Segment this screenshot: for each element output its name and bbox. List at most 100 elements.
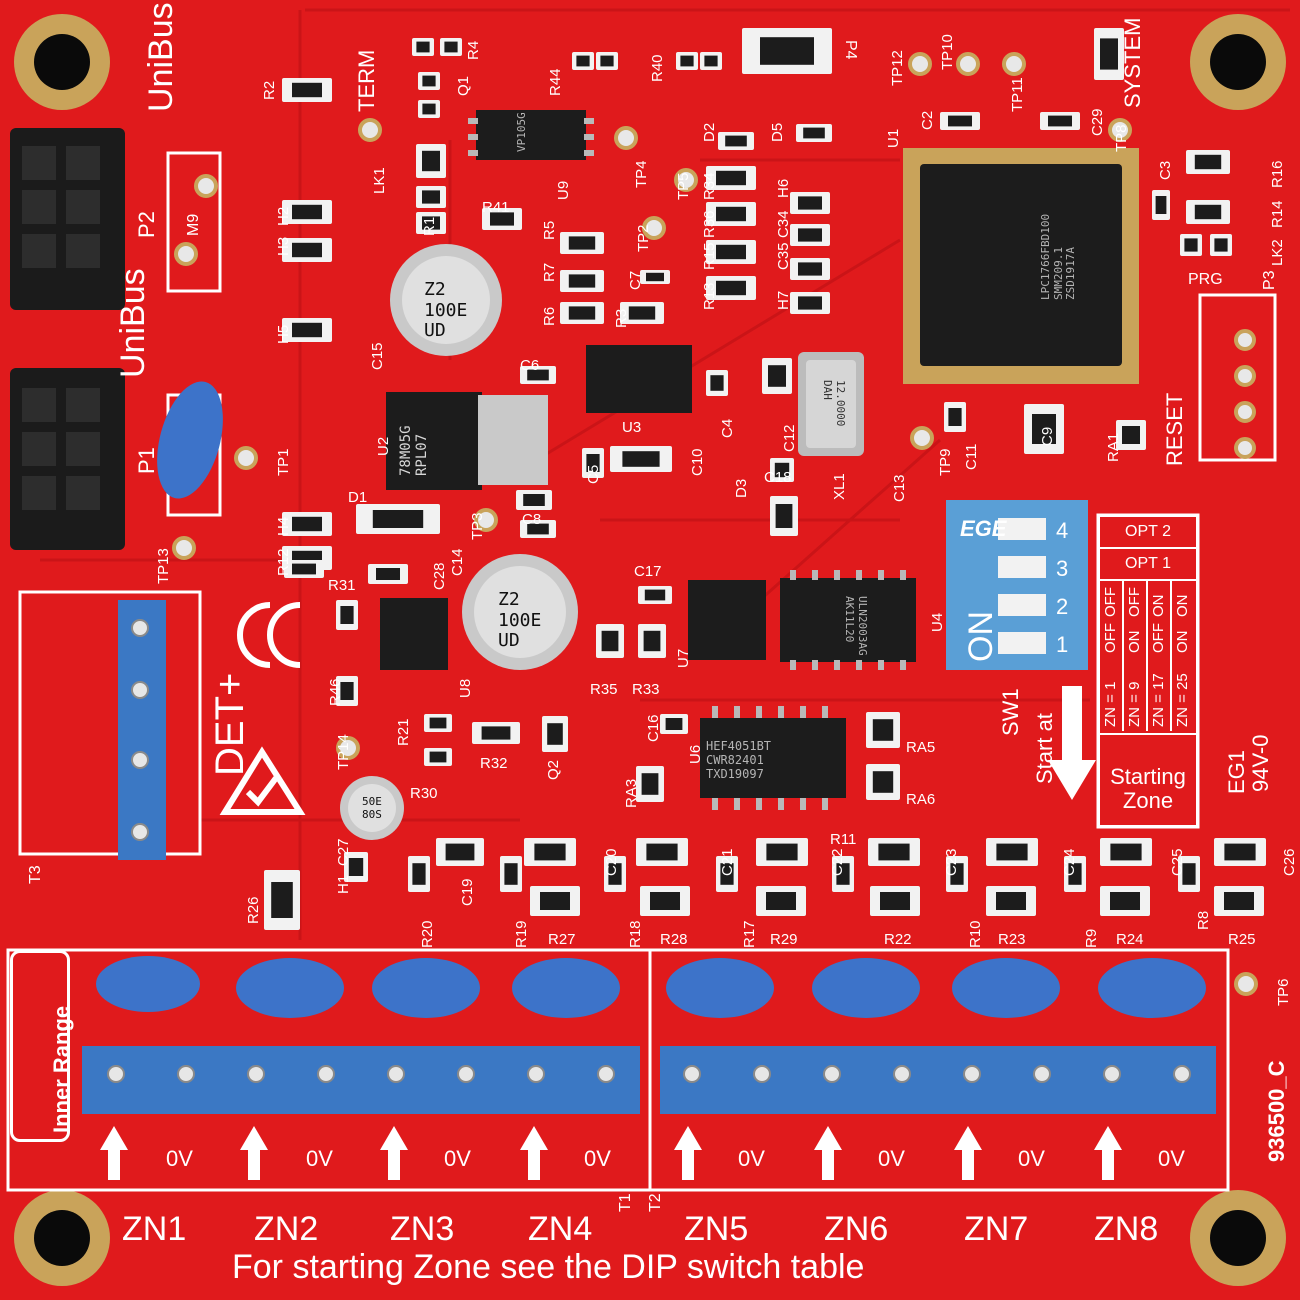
ref-r14: R14: [1269, 200, 1286, 228]
footer-note: For starting Zone see the DIP switch tab…: [232, 1248, 865, 1286]
u6-marking: HEF4051BT CWR82401 TXD19097: [706, 739, 772, 781]
ref-r17: R17: [741, 920, 758, 948]
ref-u4: U4: [929, 612, 946, 632]
ref-r18: R18: [627, 920, 644, 948]
ref-q1: Q1: [455, 75, 472, 96]
ref-r20: R20: [419, 920, 436, 948]
rating-label: 94V-0: [1248, 734, 1273, 793]
ref-c5: C5: [585, 464, 602, 484]
ref-r2: R2: [261, 80, 278, 100]
ref-h4: H4: [275, 516, 292, 536]
ref-r13: R13: [701, 282, 718, 310]
unibus-label-top: UniBus: [142, 2, 180, 112]
ref-r12: R12: [275, 548, 292, 576]
dip-row3-sw2: ON: [1150, 594, 1167, 618]
connector-p2-label: P2: [134, 211, 159, 238]
ref-r22: R22: [884, 931, 912, 948]
xl1-marking: 12.0000 DAH: [821, 380, 847, 427]
ref-u9: U9: [555, 180, 572, 200]
dip-table-footer: Starting Zone: [1110, 764, 1186, 814]
t1-label: T1: [617, 1193, 634, 1212]
ref-tp14: TP14: [335, 734, 352, 770]
zone-label-4: ZN4: [528, 1210, 593, 1248]
ref-r27: R27: [548, 931, 576, 948]
ref-c6: C6: [520, 357, 540, 374]
ref-c26: C26: [1281, 848, 1298, 876]
dip-row4-sw1: ON: [1174, 630, 1191, 654]
ref-h3: H3: [275, 236, 292, 256]
ref-r24: R24: [1116, 931, 1144, 948]
ref-r9: R9: [1083, 928, 1100, 948]
u1-marking: LPC1766FBD100 SMM209.1 ZSD1917A: [1039, 213, 1078, 300]
ref-r31: R31: [328, 577, 356, 594]
ref-tp13: TP13: [155, 548, 172, 584]
zero-v-7: 0V: [1018, 1146, 1045, 1171]
dip-row2-sw2: OFF: [1126, 587, 1143, 617]
ref-c14: C14: [449, 548, 466, 576]
ref-c25: C25: [1169, 848, 1186, 876]
ref-c24: C24: [1061, 848, 1078, 876]
zero-v-1: 0V: [166, 1146, 193, 1171]
ref-c13: C13: [891, 474, 908, 502]
ref-r28: R28: [660, 931, 688, 948]
reset-label: RESET: [1162, 392, 1187, 466]
dip-row1-sw2: OFF: [1102, 587, 1119, 617]
ref-c28: C28: [431, 562, 448, 590]
dip-row1-sw1: OFF: [1102, 623, 1119, 653]
zero-v-6: 0V: [878, 1146, 905, 1171]
ref-c8: C8: [522, 511, 542, 528]
ref-r26: R26: [245, 896, 262, 924]
zone-label-5: ZN5: [684, 1210, 749, 1248]
ref-r21: R21: [395, 718, 412, 746]
ref-c4: C4: [719, 418, 736, 438]
ref-c7: C7: [627, 270, 644, 290]
dip-row2-sw1: ON: [1126, 630, 1143, 654]
dip-row-zn1: ZN = 1: [1102, 681, 1119, 727]
ref-c9: C9: [1039, 426, 1056, 446]
connector-p3-label: P3: [1261, 270, 1278, 290]
ref-ra1: RA1: [1105, 432, 1122, 462]
dip-switch-table: OPT 2 OPT 1 ZN = 1 ZN = 9 ZN = 17 ZN = 2…: [1098, 515, 1198, 827]
ref-lk1: LK1: [371, 167, 388, 194]
ref-r33: R33: [632, 681, 660, 698]
ref-u6: U6: [687, 744, 704, 764]
term-label: TERM: [354, 49, 379, 112]
dip-table-opt1: OPT 1: [1100, 549, 1196, 581]
dip-num-4: 4: [1056, 518, 1069, 543]
ref-c10: C10: [689, 448, 706, 476]
ref-c15: C15: [369, 342, 386, 370]
dip-row-zn9: ZN = 9: [1126, 681, 1143, 727]
ref-c23: C23: [943, 848, 960, 876]
ref-r4: R4: [465, 40, 482, 60]
ref-r34: R34: [701, 172, 718, 200]
zero-v-5: 0V: [738, 1146, 765, 1171]
ref-h2: H2: [275, 206, 292, 226]
ref-r1: R1: [421, 216, 438, 236]
dip-row3-sw1: OFF: [1150, 623, 1167, 653]
ref-r30: R30: [410, 785, 438, 802]
u4-marking: ULN2003AG AK11L20: [843, 596, 869, 656]
ref-r41: R41: [482, 199, 510, 216]
ref-c3: C3: [1157, 160, 1174, 180]
ref-ra5: RA5: [906, 739, 936, 756]
ref-c21: C21: [719, 848, 736, 876]
dip-on-label: ON: [962, 611, 1000, 662]
start-at-label: Start at: [1032, 713, 1057, 784]
ref-tp4: TP4: [633, 160, 650, 188]
zero-v-2: 0V: [306, 1146, 333, 1171]
ref-r25: R25: [1228, 931, 1256, 948]
ref-tp9: TP9: [937, 448, 954, 476]
ref-d3: D3: [733, 478, 750, 498]
zone-label-2: ZN2: [254, 1210, 319, 1248]
dip-num-3: 3: [1056, 556, 1069, 581]
ref-h6: H6: [775, 178, 792, 198]
ref-c19: C19: [459, 878, 476, 906]
ref-r23: R23: [998, 931, 1026, 948]
ref-r16: R16: [1269, 160, 1286, 188]
ref-tp1: TP1: [275, 448, 292, 476]
board-id: 936500_C: [1264, 1060, 1289, 1162]
ref-r36: R36: [701, 210, 718, 238]
t3-label: T3: [27, 865, 44, 884]
ref-r44: R44: [547, 68, 564, 96]
ref-tp8: TP8: [1113, 124, 1130, 152]
